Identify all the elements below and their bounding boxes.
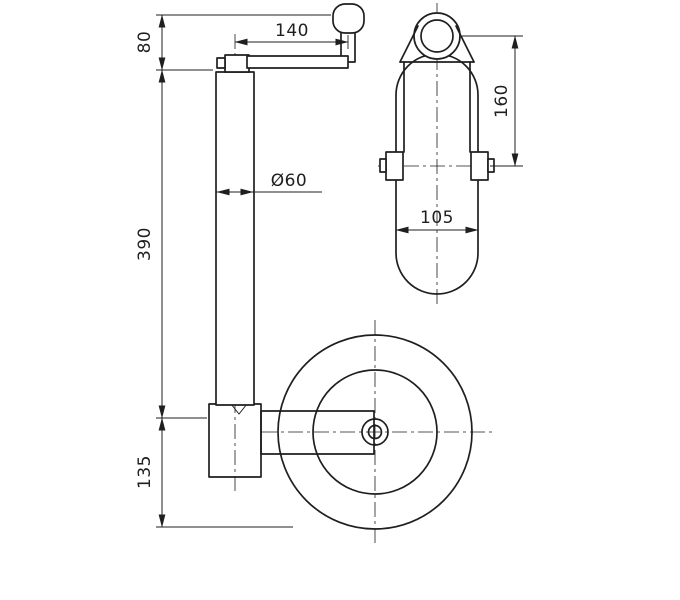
tube-cross-section-inner <box>420 19 454 53</box>
dimensions: 80 390 135 140 Ø60 160 105 <box>135 14 523 528</box>
yoke-right-edge <box>455 25 475 63</box>
axle-bolt-right <box>487 158 495 173</box>
main-tube <box>215 71 255 406</box>
crank-knob <box>332 3 365 34</box>
axle-housing <box>260 410 375 455</box>
outer-tube <box>208 403 262 478</box>
dim-390-label: 390 <box>135 227 155 261</box>
wheel-rim-circle <box>312 369 438 495</box>
axle-plate-right <box>470 151 489 181</box>
crank-horizontal-rod <box>246 55 349 69</box>
axle-plate-left <box>385 151 404 181</box>
front-view <box>378 3 498 305</box>
dim-60-label: Ø60 <box>271 171 308 191</box>
yoke-left-edge <box>399 25 419 63</box>
wheel-hub-circle <box>361 418 389 446</box>
dim-160-label: 160 <box>492 84 512 118</box>
dim-135-label: 135 <box>135 455 155 489</box>
winding-cap <box>224 54 250 73</box>
dim-105-label: 105 <box>420 208 454 228</box>
side-view <box>208 3 494 546</box>
axle-bolt-left <box>379 158 387 173</box>
wheel-tire-outer-circle <box>277 334 473 530</box>
dim-80-label: 80 <box>135 31 155 54</box>
axle-bolt-circle <box>367 424 383 440</box>
clamp-notch <box>230 403 248 415</box>
dim-140-label: 140 <box>275 21 309 41</box>
cap-bolt <box>216 57 226 69</box>
